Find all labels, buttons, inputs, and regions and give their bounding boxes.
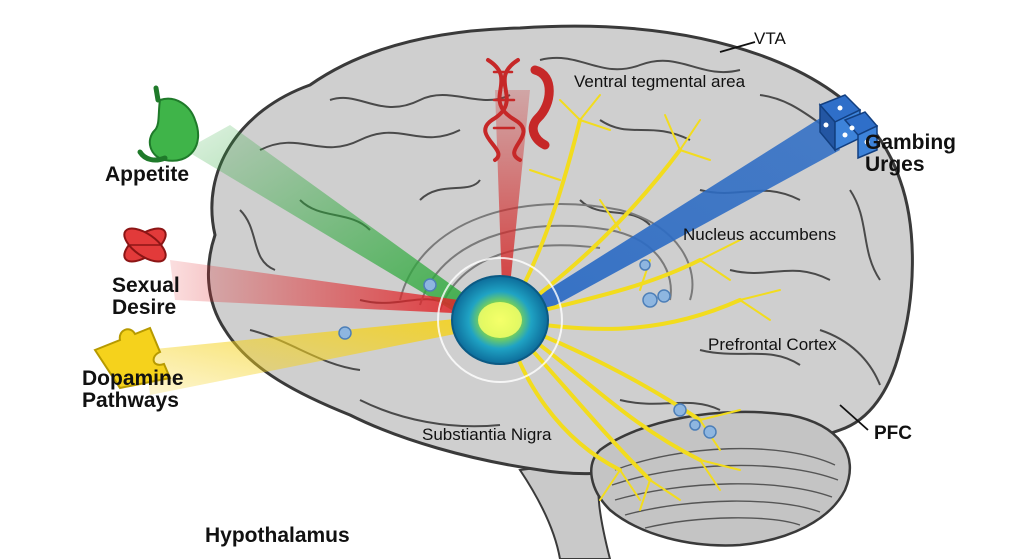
dopamine-beam	[145, 315, 500, 395]
label-gambling-urges-line1: Gambing	[865, 131, 957, 154]
puzzle-icon	[93, 326, 172, 390]
label-pfc: PFC	[874, 423, 912, 444]
vta-leader-line	[719, 41, 756, 53]
sexual-desire-beam	[170, 260, 495, 315]
cerebellum	[590, 410, 852, 547]
neuron-nodes	[338, 259, 717, 439]
gambling-beam	[500, 115, 840, 330]
label-substantia-nigra: Substiantia Nigra	[422, 425, 552, 444]
label-dopamine-pathways-line2: Pathways	[82, 389, 179, 413]
neuron-core-icon	[437, 257, 563, 383]
label-gambling-urges: Gambing Urges	[865, 131, 957, 177]
appetite-beam	[185, 125, 500, 330]
label-sexual-desire-line2: Desire	[112, 296, 177, 320]
label-sexual-desire: Sexual Desire	[112, 274, 180, 320]
label-vta: VTA	[754, 29, 786, 48]
label-hypothalamus: Hypothalamus	[205, 524, 350, 547]
label-gambling-urges-line2: Urges	[865, 153, 925, 177]
dna-icon	[483, 58, 554, 162]
label-appetite: Appetite	[105, 163, 189, 186]
dice-icon	[818, 94, 879, 160]
stomach-icon	[137, 85, 200, 163]
label-ventral-tegmental-area: Ventral tegmental area	[574, 72, 746, 91]
label-dopamine-pathways-line1: Dopamine	[82, 367, 184, 390]
label-prefrontal-cortex: Prefrontal Cortex	[708, 335, 837, 354]
mitochondria-icon	[123, 227, 167, 263]
label-dopamine-pathways: Dopamine Pathways	[82, 367, 184, 413]
label-nucleus-accumbens: Nucleus accumbens	[683, 225, 837, 244]
cerebellum-folds	[611, 447, 839, 529]
pfc-leader-line	[839, 404, 869, 431]
cerebrum	[207, 24, 914, 476]
label-sexual-desire-line1: Sexual	[112, 274, 180, 297]
